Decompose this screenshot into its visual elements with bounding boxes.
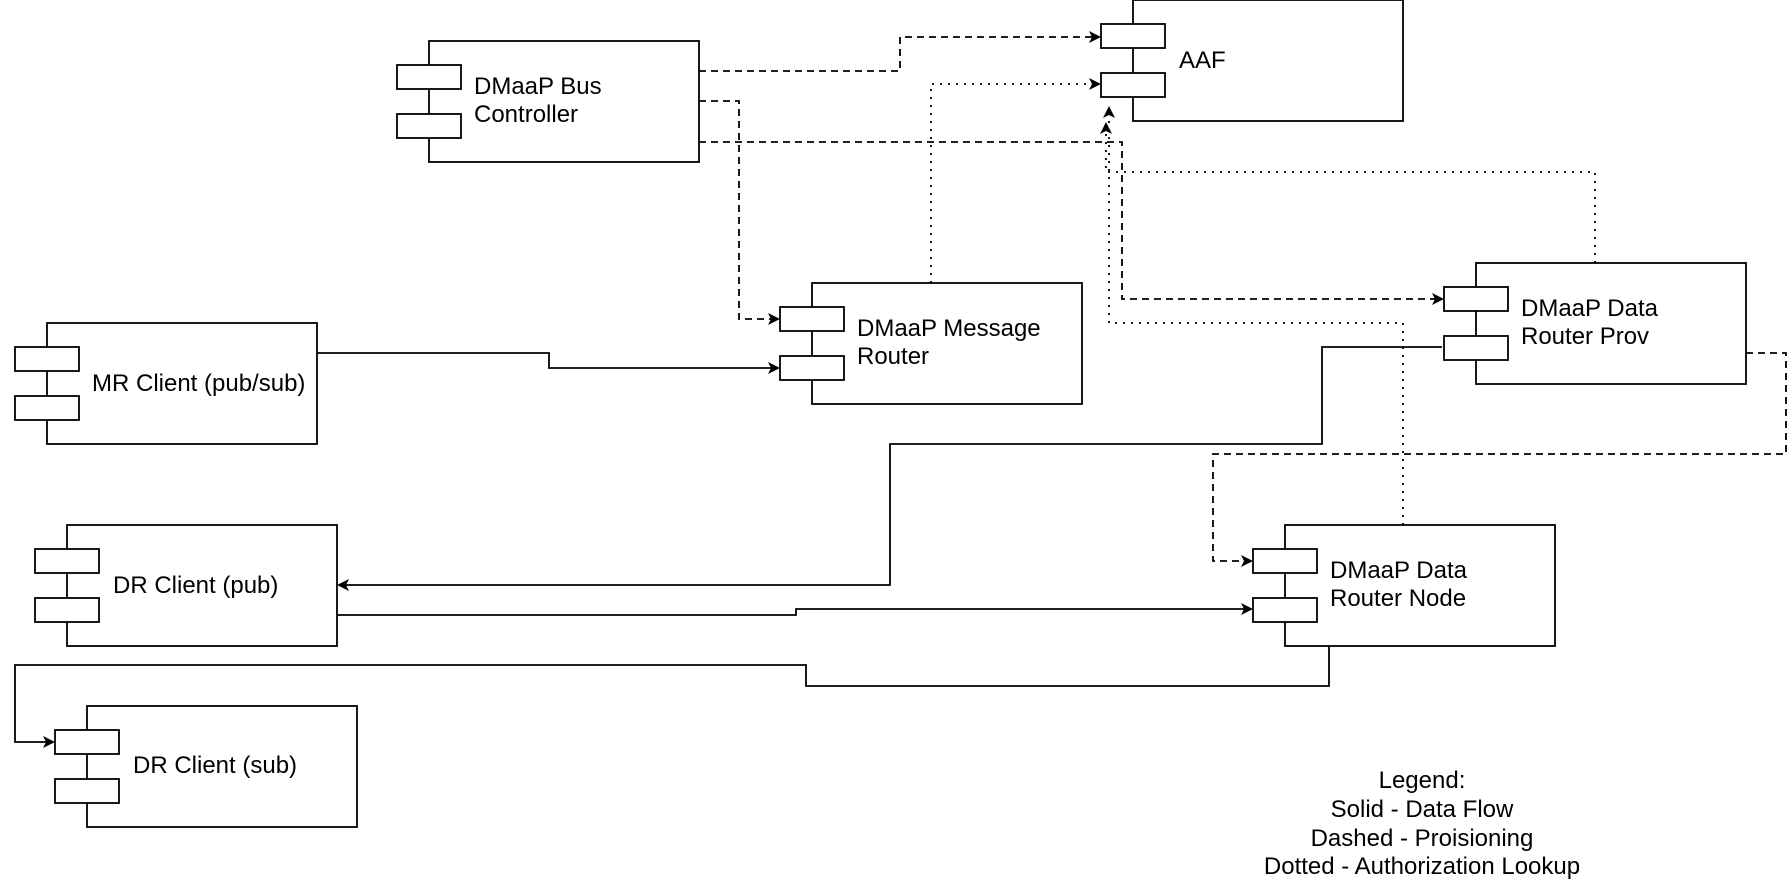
interface-port-icon <box>1100 72 1166 98</box>
dr-node-to-aaf-edge <box>1103 106 1404 525</box>
message-router-component[interactable]: DMaaP Message Router <box>779 282 1083 405</box>
mr-client-component[interactable]: MR Client (pub/sub) <box>14 322 318 445</box>
interface-port-icon <box>1443 335 1509 361</box>
dr-prov-to-dr-client-pub-edge <box>337 346 1442 591</box>
bus-controller-to-aaf-edge <box>699 31 1101 72</box>
dr-client-pub-label: DR Client (pub) <box>113 572 278 599</box>
dr-prov-label: DMaaP Data Router Prov <box>1521 295 1665 350</box>
dr-prov-component[interactable]: DMaaP Data Router Prov <box>1443 262 1747 385</box>
interface-port-icon <box>34 548 100 574</box>
dr-client-pub-to-dr-node-edge <box>337 603 1253 616</box>
legend-dashed: Dashed - Proisioning <box>1311 825 1534 852</box>
dr-node-label: DMaaP Data Router Node <box>1330 557 1474 612</box>
interface-port-icon <box>1252 597 1318 623</box>
interface-port-icon <box>396 64 462 90</box>
mr-client-label: MR Client (pub/sub) <box>92 370 305 397</box>
interface-port-icon <box>1443 286 1509 312</box>
dr-client-sub-label: DR Client (sub) <box>133 752 297 779</box>
bus-controller-to-dr-prov-edge <box>699 141 1444 305</box>
dr-client-pub-component[interactable]: DR Client (pub) <box>34 524 338 647</box>
message-router-to-aaf-edge <box>930 78 1101 283</box>
interface-port-icon <box>54 729 120 755</box>
legend-title: Legend: <box>1379 767 1466 794</box>
interface-port-icon <box>779 306 845 332</box>
interface-port-icon <box>779 355 845 381</box>
interface-port-icon <box>34 597 100 623</box>
aaf-component[interactable]: AAF <box>1100 0 1404 122</box>
interface-port-icon <box>14 346 80 372</box>
dr-prov-to-aaf-edge <box>1100 122 1596 263</box>
bus-controller-component[interactable]: DMaaP Bus Controller <box>396 40 700 163</box>
aaf-label: AAF <box>1179 47 1226 74</box>
legend: Legend: Solid - Data Flow Dashed - Prois… <box>1264 767 1580 880</box>
dr-node-to-dr-client-sub-edge <box>14 646 1330 748</box>
interface-port-icon <box>14 395 80 421</box>
interface-port-icon <box>54 778 120 804</box>
legend-solid: Solid - Data Flow <box>1331 796 1514 823</box>
message-router-label: DMaaP Message Router <box>857 315 1047 370</box>
mr-client-to-message-router-edge <box>317 352 780 374</box>
interface-port-icon <box>396 113 462 139</box>
interface-port-icon <box>1252 548 1318 574</box>
dr-node-component[interactable]: DMaaP Data Router Node <box>1252 524 1556 647</box>
bus-controller-label: DMaaP Bus Controller <box>474 73 608 128</box>
bus-controller-to-message-router-edge <box>699 100 780 325</box>
interface-port-icon <box>1100 23 1166 49</box>
dr-client-sub-component[interactable]: DR Client (sub) <box>54 705 358 828</box>
legend-dotted: Dotted - Authorization Lookup <box>1264 853 1580 880</box>
